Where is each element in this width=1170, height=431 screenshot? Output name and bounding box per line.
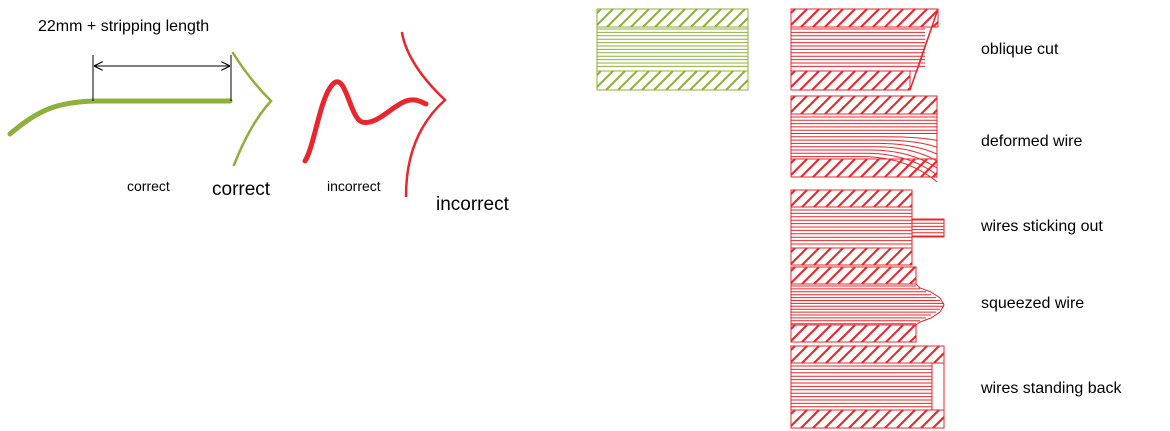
correct-label-small: correct [127, 178, 170, 194]
correct-cross-section [596, 8, 749, 91]
correct-label-large: correct [212, 179, 271, 200]
defect-label-oblique-cut: oblique cut [981, 41, 1059, 58]
defect-label-squeezed-wire: squeezed wire [981, 295, 1085, 312]
incorrect-label-small: incorrect [327, 178, 381, 194]
defect-label-wires-sticking-out: wires sticking out [981, 218, 1103, 235]
dimension-indicator [92, 55, 232, 101]
wires-standing-back-cross-section [790, 345, 945, 429]
dimension-label: 22mm + stripping length [38, 18, 210, 35]
incorrect-cable-line [302, 79, 429, 164]
squeezed-wire-cross-section [790, 266, 945, 343]
correct-cut-mark [231, 51, 273, 167]
defect-label-deformed-wire: deformed wire [981, 133, 1083, 150]
deformed-wire-cross-section [790, 95, 938, 183]
incorrect-label-large: incorrect [436, 194, 509, 215]
incorrect-cable-illustration [302, 31, 447, 198]
correct-cable-illustration [7, 51, 273, 167]
oblique-cut-cross-section [790, 8, 939, 91]
defect-label-wires-standing-back: wires standing back [981, 380, 1122, 397]
incorrect-cut-mark [400, 31, 447, 198]
wires-sticking-out-cross-section [790, 189, 945, 266]
cable-cross-section-diagrams [596, 8, 945, 429]
correct-cable-line [7, 98, 233, 137]
